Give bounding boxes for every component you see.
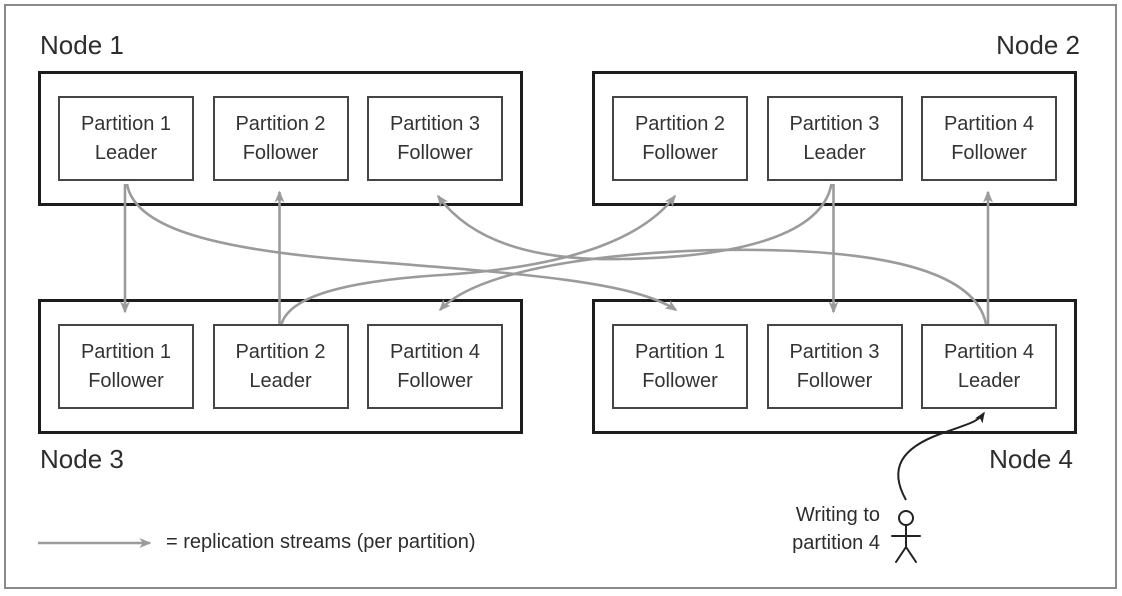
partition-box-n3-p4: Partition 4 Follower [367, 324, 503, 409]
node-1-label: Node 1 [40, 30, 124, 60]
partition-name: Partition 2 [634, 112, 726, 135]
partition-box-n3-p1: Partition 1 Follower [58, 324, 194, 409]
partition-box-n1-p3: Partition 3 Follower [367, 96, 503, 181]
annotation-line-2: partition 4 [792, 532, 880, 554]
partition-role: Follower [397, 141, 473, 164]
partition-role: Leader [249, 369, 312, 392]
partition-box-n4-p1: Partition 1 Follower [612, 324, 748, 409]
node-2-box: Partition 2 Follower Partition 3 Leader … [592, 71, 1077, 206]
partition-name: Partition 3 [789, 112, 880, 135]
partition-name: Partition 2 [235, 112, 326, 135]
partition-box-n1-p2: Partition 2 Follower [212, 96, 349, 181]
partition-name: Partition 3 [389, 112, 481, 135]
partition-role: Follower [642, 369, 718, 392]
partition-name: Partition 1 [634, 340, 726, 363]
node-4-box: Partition 1 Follower Partition 3 Followe… [592, 299, 1077, 434]
partition-name: Partition 3 [789, 340, 880, 363]
partition-name: Partition 1 [80, 340, 172, 363]
partition-box-n2-p4: Partition 4 Follower [921, 96, 1057, 181]
partition-role: Follower [796, 369, 873, 392]
node-4-label: Node 4 [989, 444, 1073, 474]
partition-role: Follower [242, 141, 319, 164]
partition-name: Partition 4 [943, 340, 1035, 363]
partition-box-n2-p3: Partition 3 Leader [766, 96, 903, 181]
node-1-box: Partition 1 Leader Partition 2 Follower … [38, 71, 523, 206]
partition-name: Partition 4 [389, 340, 481, 363]
partition-role: Leader [94, 141, 158, 164]
partition-name: Partition 4 [943, 112, 1035, 135]
annotation-writing-to: Writing to partition 4 [760, 501, 880, 557]
partition-role: Follower [88, 369, 164, 392]
partition-box-n3-p2: Partition 2 Leader [212, 324, 349, 409]
node-3-label: Node 3 [40, 444, 124, 474]
partition-role: Follower [397, 369, 473, 392]
partition-role: Leader [803, 141, 866, 164]
partition-box-n2-p2: Partition 2 Follower [612, 96, 748, 181]
legend-text: = replication streams (per partition) [166, 531, 476, 553]
partition-role: Leader [957, 369, 1021, 392]
node-2-label: Node 2 [996, 30, 1080, 60]
node-3-box: Partition 1 Follower Partition 2 Leader … [38, 299, 523, 434]
partition-box-n4-p4: Partition 4 Leader [921, 324, 1057, 409]
annotation-line-1: Writing to [795, 504, 880, 526]
partition-role: Follower [642, 141, 718, 164]
partition-name: Partition 1 [80, 112, 172, 135]
partition-box-n4-p3: Partition 3 Follower [766, 324, 903, 409]
partition-role: Follower [951, 141, 1027, 164]
partition-box-n1-p1: Partition 1 Leader [58, 96, 194, 181]
partition-name: Partition 2 [235, 340, 326, 363]
